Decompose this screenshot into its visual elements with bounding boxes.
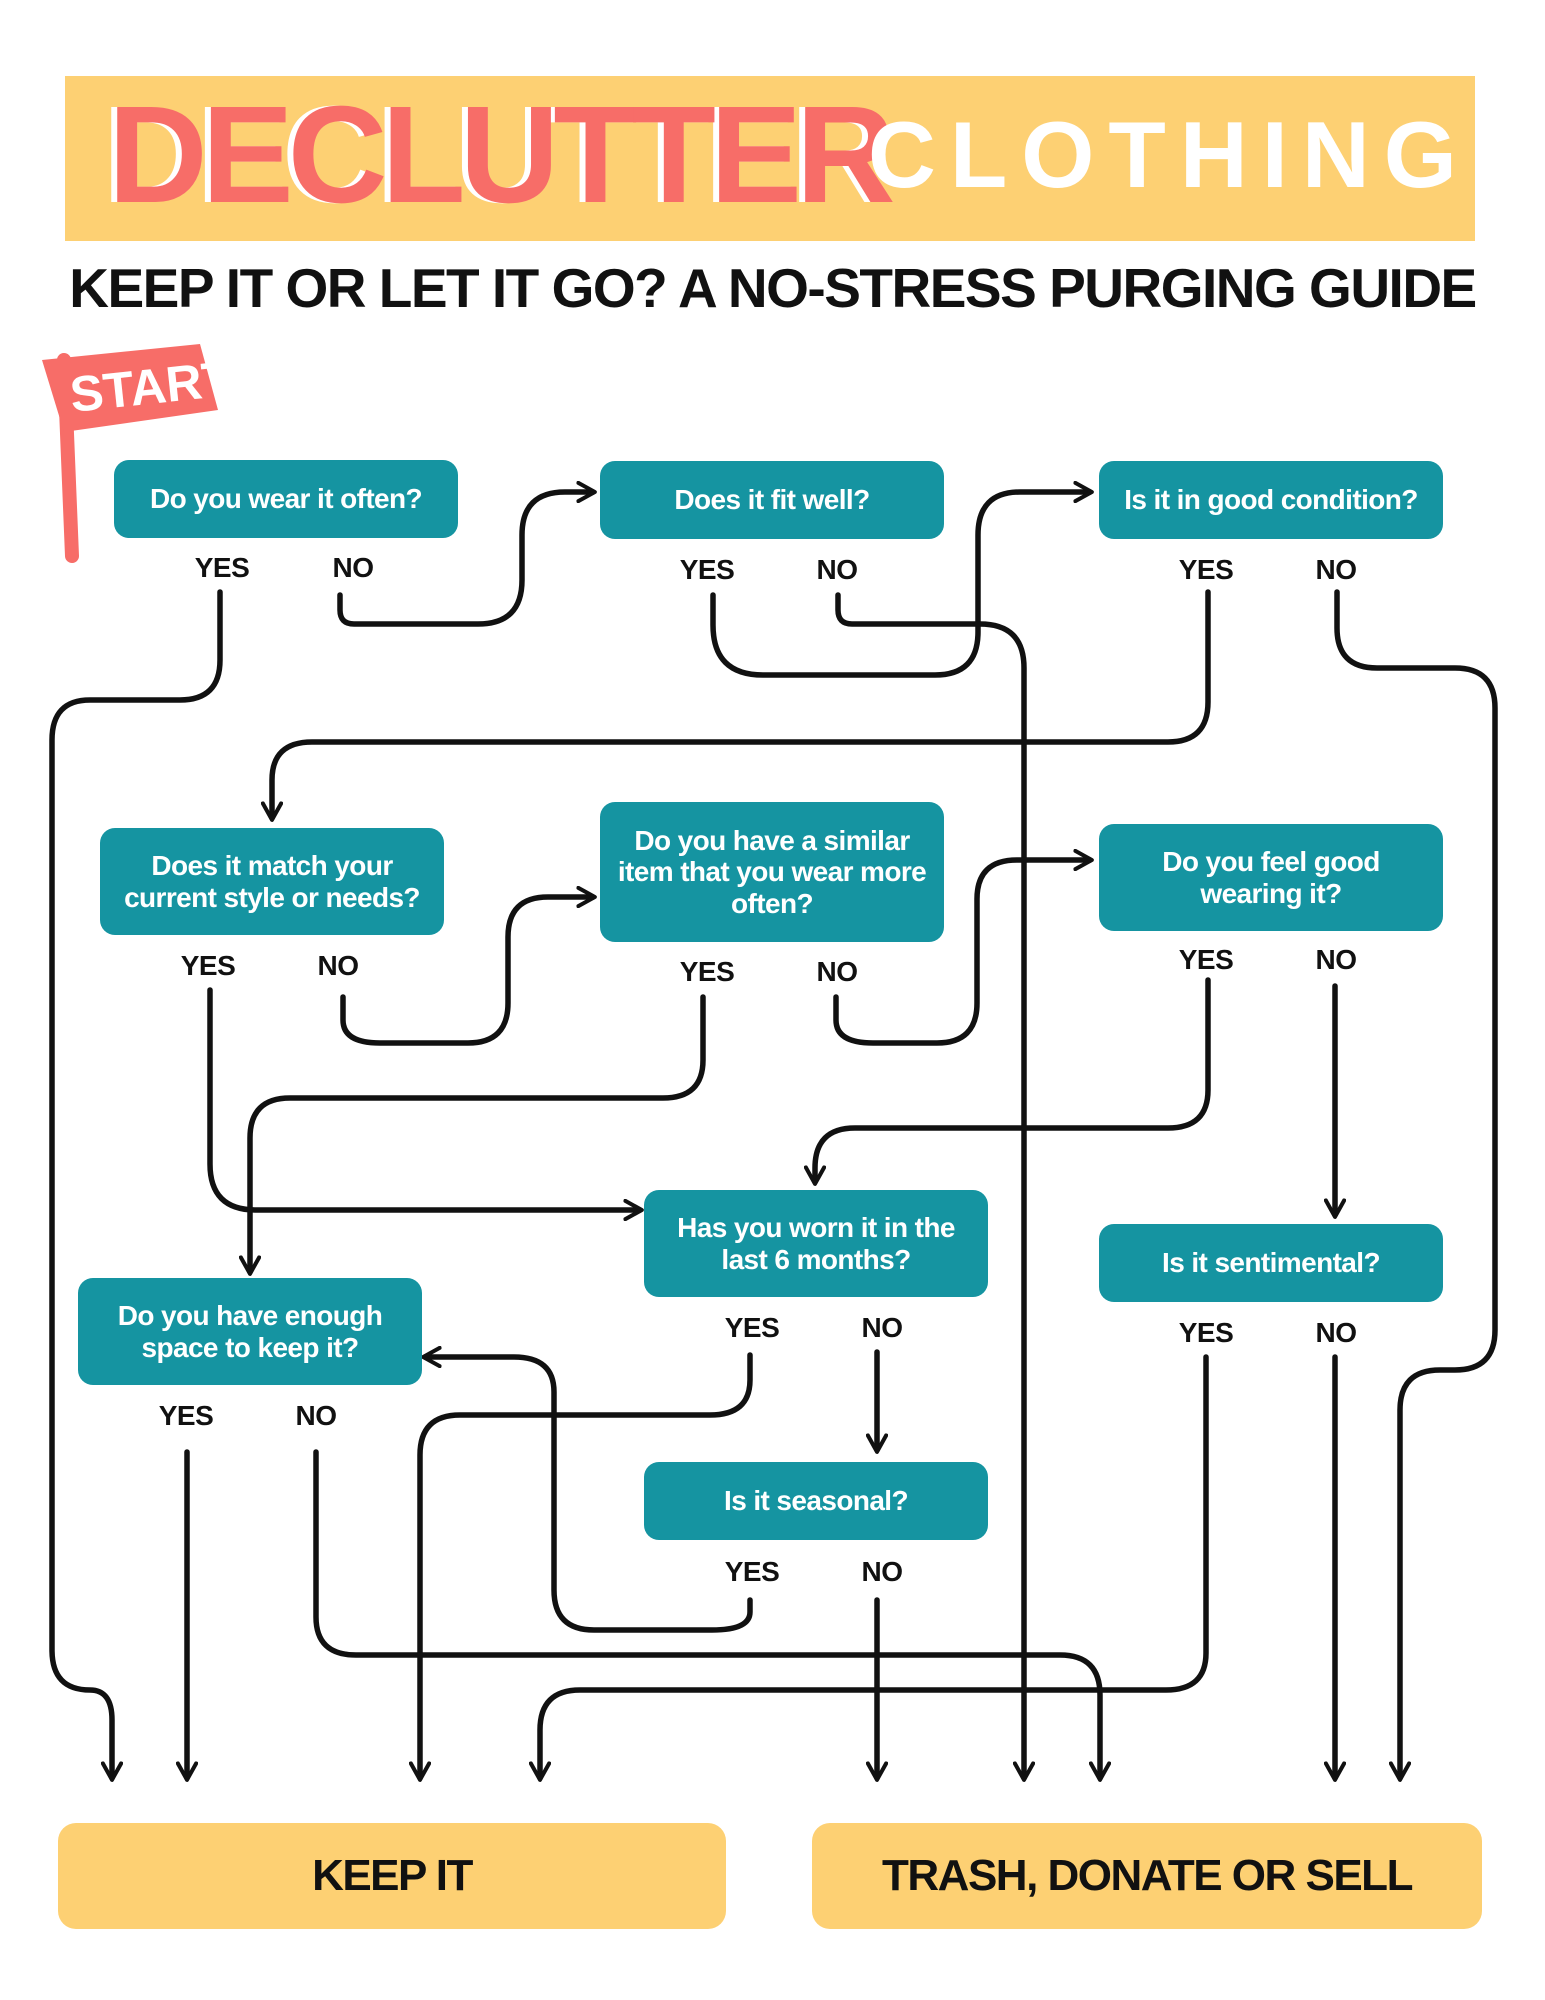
answer-yes-label: YES bbox=[1178, 944, 1234, 975]
answer-no-label: NO bbox=[317, 950, 360, 981]
question-feel-good: Do you feel good wearing it? bbox=[1099, 824, 1443, 931]
connector-q2-yes bbox=[710, 492, 1090, 678]
answer-no-label: NO bbox=[861, 1312, 904, 1343]
question-sentimental: Is it sentimental? bbox=[1099, 1224, 1443, 1302]
answer-yes-label: YES bbox=[1178, 554, 1234, 585]
title-word-declutter: DECLUTTER bbox=[108, 78, 896, 232]
connector-q3-yes bbox=[272, 589, 1211, 818]
title-word-clothing: CLOTHING bbox=[868, 102, 1471, 207]
answer-yes-label: YES bbox=[1178, 1317, 1234, 1348]
answer-yes-label: YES bbox=[679, 956, 735, 987]
answer-no-label: NO bbox=[816, 554, 859, 585]
answer-no-label: NO bbox=[816, 956, 859, 987]
connector-q4-yes bbox=[207, 987, 640, 1210]
answer-no-label: NO bbox=[1315, 1317, 1358, 1348]
answer-yes-label: YES bbox=[158, 1400, 214, 1431]
answer-yes-label: YES bbox=[679, 554, 735, 585]
question-wear-often: Do you wear it often? bbox=[114, 460, 458, 538]
page-subtitle: KEEP IT OR LET IT GO? A NO-STRESS PURGIN… bbox=[69, 257, 1477, 319]
outcome-trash-donate-sell: TRASH, DONATE OR SELL bbox=[812, 1823, 1482, 1929]
connector-q3-no bbox=[1334, 589, 1498, 1778]
answer-no-label: NO bbox=[332, 552, 375, 583]
connector-q8-no bbox=[313, 1449, 1100, 1778]
connector-q10-yes bbox=[425, 1357, 753, 1633]
answer-yes-label: YES bbox=[724, 1556, 780, 1587]
question-match-style: Does it match your current style or need… bbox=[100, 828, 444, 935]
title-banner bbox=[65, 76, 1475, 241]
start-flag-cloth bbox=[42, 344, 218, 432]
answer-no-label: NO bbox=[1315, 944, 1358, 975]
connector-q5-yes bbox=[250, 994, 706, 1272]
answer-yes-label: YES bbox=[180, 950, 236, 981]
question-similar-item: Do you have a similar item that you wear… bbox=[600, 802, 944, 942]
question-good-condition: Is it in good condition? bbox=[1099, 461, 1443, 539]
connector-q2-no bbox=[835, 592, 1024, 1778]
question-seasonal: Is it seasonal? bbox=[644, 1462, 988, 1540]
answer-no-label: NO bbox=[1315, 554, 1358, 585]
answer-yes-label: YES bbox=[724, 1312, 780, 1343]
connector-q5-no bbox=[833, 860, 1090, 1046]
outcome-keep-it: KEEP IT bbox=[58, 1823, 726, 1929]
answer-no-label: NO bbox=[861, 1556, 904, 1587]
answer-yes-label: YES bbox=[194, 552, 250, 583]
question-fit-well: Does it fit well? bbox=[600, 461, 944, 539]
question-enough-space: Do you have enough space to keep it? bbox=[78, 1278, 422, 1385]
question-worn-6-months: Has you worn it in the last 6 months? bbox=[644, 1190, 988, 1297]
start-flag: START bbox=[42, 344, 235, 563]
connector-q6-yes bbox=[815, 977, 1211, 1182]
connector-q4-no bbox=[340, 897, 593, 1046]
connector-q1-no bbox=[337, 492, 593, 627]
connector-q9-yes bbox=[540, 1354, 1209, 1778]
connector-q7-yes bbox=[420, 1352, 753, 1778]
connector-q1-yes bbox=[49, 589, 223, 1778]
answer-no-label: NO bbox=[295, 1400, 338, 1431]
